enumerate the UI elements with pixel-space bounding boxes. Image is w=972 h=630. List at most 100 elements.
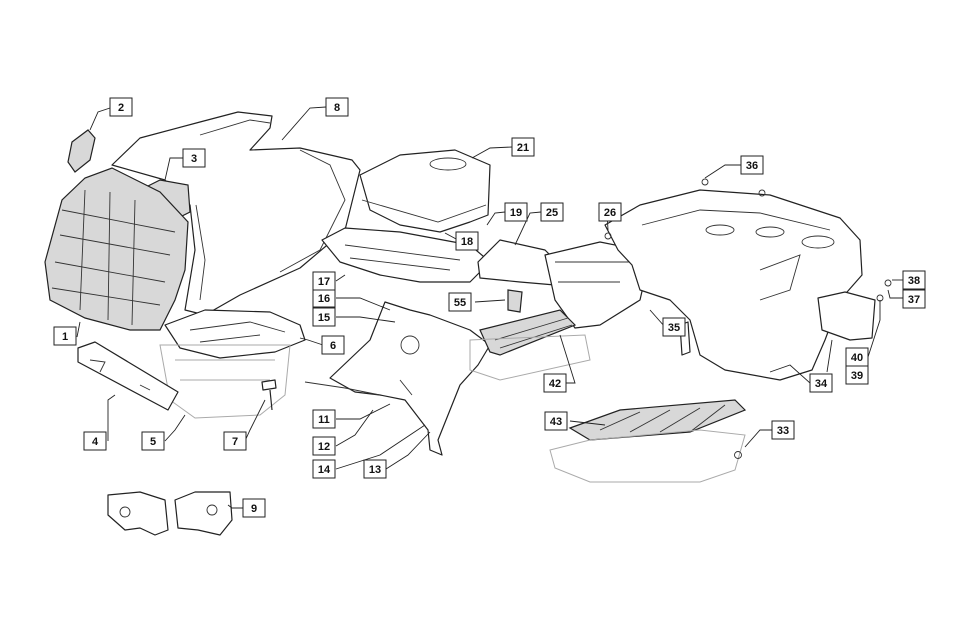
callout-number: 39 (851, 370, 863, 382)
callout-3: 3 (182, 148, 206, 168)
callout-number: 13 (369, 464, 381, 476)
callout-number: 16 (318, 293, 330, 305)
callout-box (543, 373, 567, 393)
part-dash-plate (164, 309, 306, 359)
callout-number: 34 (815, 378, 828, 390)
callout-38: 38 (902, 270, 926, 290)
callout-7: 7 (223, 431, 247, 451)
callout-13: 13 (363, 459, 387, 479)
callout-17: 17 (312, 271, 336, 291)
callout-42: 42 (543, 373, 567, 393)
callout-number: 8 (334, 102, 340, 114)
callout-2: 2 (109, 97, 133, 117)
callout-box (598, 202, 622, 222)
callout-number: 5 (150, 436, 156, 448)
callout-8: 8 (325, 97, 349, 117)
callout-55: 55 (448, 292, 472, 312)
part-floor-mat (479, 309, 577, 356)
callout-40: 40 (845, 347, 869, 367)
callout-35: 35 (662, 317, 686, 337)
callout-number: 19 (510, 207, 522, 219)
callout-box (109, 97, 133, 117)
callout-number: 12 (318, 441, 330, 453)
callout-box (312, 307, 336, 327)
callout-number: 43 (550, 416, 562, 428)
callout-15: 15 (312, 307, 336, 327)
callout-box (53, 326, 77, 346)
part-steering-pedestal (329, 301, 491, 456)
callout-box (83, 431, 107, 451)
callout-39: 39 (845, 365, 869, 385)
callout-box (321, 335, 345, 355)
part-hood (111, 111, 361, 316)
callout-number: 38 (908, 275, 920, 287)
callout-box (771, 420, 795, 440)
callout-25: 25 (540, 202, 564, 222)
part-tank-cover (359, 149, 491, 233)
callout-box (740, 155, 764, 175)
part-side-panel-right (174, 491, 233, 536)
callout-19: 19 (504, 202, 528, 222)
callout-number: 11 (318, 414, 330, 426)
part-footboard-ghost (549, 429, 746, 483)
callout-number: 42 (549, 378, 561, 390)
callout-5: 5 (141, 431, 165, 451)
callout-box (448, 292, 472, 312)
callout-box (902, 270, 926, 290)
callout-14: 14 (312, 459, 336, 479)
callout-box (902, 289, 926, 309)
callout-number: 9 (251, 503, 257, 515)
callout-box (312, 459, 336, 479)
callout-37: 37 (902, 289, 926, 309)
callout-box (540, 202, 564, 222)
callout-number: 2 (118, 102, 124, 114)
part-bolt-7 (261, 379, 277, 411)
callout-number: 33 (777, 425, 789, 437)
callout-box (312, 436, 336, 456)
callout-number: 4 (92, 436, 99, 448)
part-drawings (44, 111, 892, 536)
callout-number: 21 (517, 142, 529, 154)
callout-36: 36 (740, 155, 764, 175)
callout-box (312, 409, 336, 429)
part-seat-base (544, 241, 649, 329)
callout-number: 36 (746, 160, 758, 172)
callout-number: 14 (318, 464, 331, 476)
callout-number: 35 (668, 322, 680, 334)
callout-18: 18 (455, 231, 479, 251)
callout-box (325, 97, 349, 117)
part-side-panel-left (107, 491, 169, 536)
callout-1: 1 (53, 326, 77, 346)
callout-6: 6 (321, 335, 345, 355)
callout-9: 9 (242, 498, 266, 518)
callout-number: 6 (330, 340, 336, 352)
callout-number: 18 (461, 236, 473, 248)
leader-lines (76, 106, 903, 509)
part-rear-bracket (817, 291, 876, 341)
callout-box (242, 498, 266, 518)
part-rear-fender (604, 189, 863, 381)
callout-box (662, 317, 686, 337)
callout-number: 3 (191, 153, 197, 165)
callout-12: 12 (312, 436, 336, 456)
callout-number: 55 (454, 297, 466, 309)
part-bracket (77, 341, 179, 411)
callout-number: 15 (318, 312, 330, 324)
callout-box (504, 202, 528, 222)
callout-number: 40 (851, 352, 863, 364)
callout-26: 26 (598, 202, 622, 222)
callout-box (182, 148, 206, 168)
callout-box (845, 347, 869, 367)
callout-11: 11 (312, 409, 336, 429)
callout-number: 7 (232, 436, 238, 448)
callout-box (511, 137, 535, 157)
callout-box (223, 431, 247, 451)
part-headlight-cap (67, 129, 96, 173)
callout-box (544, 411, 568, 431)
callout-34: 34 (809, 373, 833, 393)
callout-box (363, 459, 387, 479)
callout-box (312, 271, 336, 291)
callout-4: 4 (83, 431, 107, 451)
